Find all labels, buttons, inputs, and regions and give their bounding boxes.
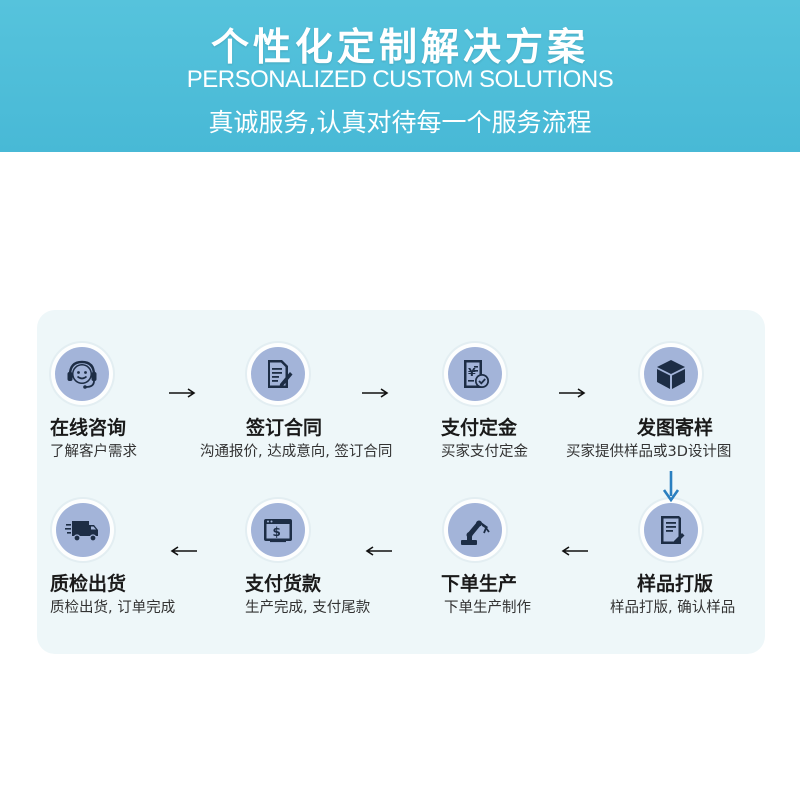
step-desc: 沟通报价, 达成意向, 签订合同 — [200, 444, 393, 460]
step-title: 在线咨询 — [50, 417, 127, 439]
arrow-left-icon — [365, 546, 392, 556]
step-title: 支付定金 — [441, 417, 518, 439]
robot-arm-icon — [461, 520, 490, 545]
arrow-left-icon — [561, 546, 588, 556]
step-title: 发图寄样 — [637, 417, 714, 439]
step-icon-frame — [247, 343, 309, 405]
arrow-right-icon — [559, 388, 586, 398]
step-icon-frame — [51, 343, 113, 405]
payment-receipt-icon: ¥ — [464, 360, 489, 388]
step-desc: 下单生产制作 — [444, 600, 531, 616]
step-desc: 生产完成, 支付尾款 — [245, 600, 371, 616]
step-desc: 质检出货, 订单完成 — [50, 600, 176, 616]
step-title: 下单生产 — [441, 573, 518, 595]
arrow-left-icon — [170, 546, 197, 556]
header-banner: 个性化定制解决方案 PERSONALIZED CUSTOM SOLUTIONS … — [0, 0, 800, 152]
step-desc: 样品打版, 确认样品 — [610, 600, 736, 616]
step-desc: 买家提供样品或3D设计图 — [566, 444, 732, 460]
banner-title: 个性化定制解决方案 — [210, 25, 589, 69]
banner-slogan: 真诚服务,认真对待每一个服务流程 — [208, 108, 592, 137]
package-box-icon — [657, 360, 685, 389]
step-title: 样品打版 — [637, 573, 714, 595]
sample-document-icon — [661, 516, 685, 544]
dollar-payment-icon: $ — [264, 519, 292, 543]
step-desc: 买家支付定金 — [441, 444, 528, 460]
step-icon-frame: ¥ — [444, 343, 506, 405]
step-desc: 了解客户需求 — [50, 444, 137, 460]
arrow-down-icon — [662, 471, 680, 502]
arrow-right-icon — [169, 388, 196, 398]
step-title: 支付货款 — [245, 573, 322, 595]
step-icon-frame — [640, 499, 702, 561]
arrow-right-icon — [362, 388, 389, 398]
step-title: 签订合同 — [246, 417, 323, 439]
svg-text:$: $ — [273, 525, 281, 539]
delivery-truck-icon — [65, 521, 98, 542]
contract-document-icon — [268, 360, 293, 388]
banner-subtitle: PERSONALIZED CUSTOM SOLUTIONS — [186, 66, 614, 93]
step-icon-frame — [640, 343, 702, 405]
step-icon-frame — [52, 499, 114, 561]
svg-text:¥: ¥ — [468, 366, 476, 379]
customer-service-headset-icon — [67, 360, 97, 389]
step-title: 质检出货 — [50, 573, 127, 595]
step-icon-frame: $ — [247, 499, 309, 561]
step-icon-frame — [444, 499, 506, 561]
